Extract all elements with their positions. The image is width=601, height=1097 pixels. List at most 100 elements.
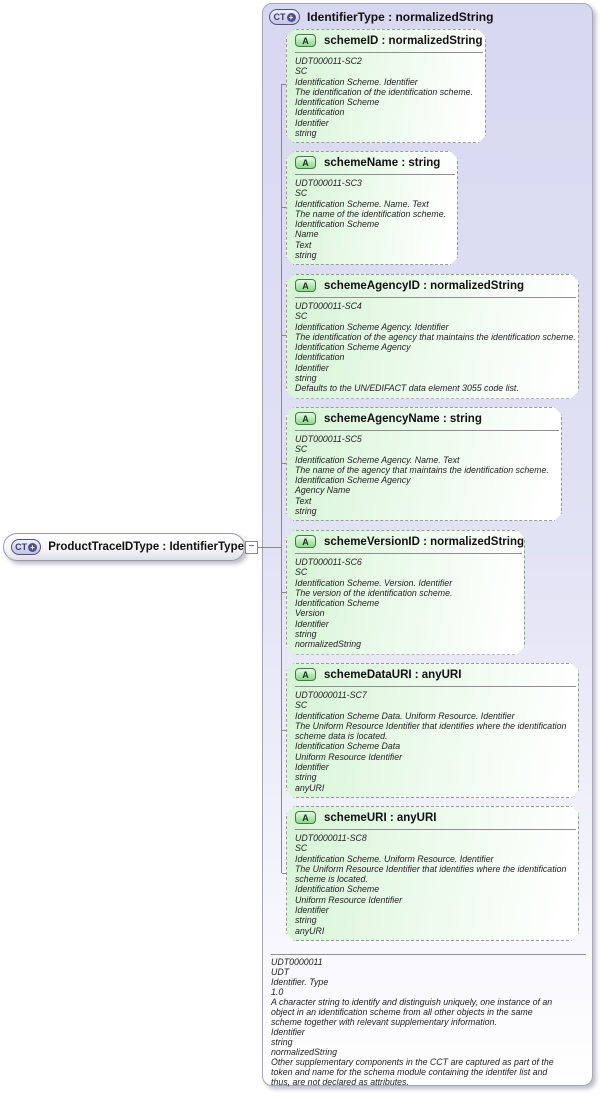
- identifier-type-box: CT + IdentifierType : normalizedString A…: [262, 3, 593, 1087]
- annotation-line: Identification Scheme: [295, 219, 380, 230]
- annotation-line: Identification Scheme Agency. Identifier: [295, 321, 449, 332]
- complex-type-icon: CT +: [11, 539, 42, 555]
- connector-tick: [282, 335, 286, 336]
- annotation-line: SC: [295, 444, 308, 455]
- connector-tick: [282, 730, 286, 731]
- annotation-line: Name: [295, 229, 319, 240]
- attribute-separator: [295, 430, 559, 431]
- annotation-line: string: [295, 915, 317, 926]
- annotation-line: Agency Name: [295, 485, 351, 496]
- annotation-line: Identification Scheme Data: [295, 741, 401, 752]
- annotation-line: object in an identification scheme from …: [271, 1007, 533, 1017]
- annotation-line: Text: [295, 239, 312, 250]
- attribute-separator: [295, 553, 522, 554]
- attribute-title: schemeURI : anyURI: [324, 811, 437, 824]
- annotation-line: SC: [295, 188, 308, 199]
- footer-separator: [271, 954, 586, 955]
- attribute-box[interactable]: A schemeAgencyName : string UDT000011-SC…: [286, 407, 562, 521]
- attribute-box[interactable]: A schemeVersionID : normalizedString UDT…: [286, 530, 525, 655]
- attribute-box[interactable]: A schemeID : normalizedString UDT000011-…: [286, 29, 486, 143]
- annotation-line: Identifier: [295, 117, 329, 128]
- annotation-line: scheme is located.: [295, 874, 368, 885]
- annotation-line: string: [295, 506, 317, 517]
- annotation-line: UDT000011-SC4: [295, 301, 362, 311]
- annotation-line: Uniform Resource Identifier: [295, 894, 403, 905]
- annotation-line: SC: [295, 567, 308, 578]
- annotation-line: The Uniform Resource Identifier that ide…: [295, 720, 567, 731]
- annotation-line: SC: [295, 311, 308, 322]
- root-node-title: ProductTraceIDType : IdentifierType: [48, 541, 244, 553]
- attribute-icon: A: [295, 34, 316, 47]
- attribute-header: A schemeAgencyID : normalizedString: [287, 277, 578, 294]
- annotation-line: The name of the identification scheme.: [295, 208, 447, 219]
- annotation-line: UDT000011-SC5: [295, 434, 362, 444]
- annotation-line: Identifier. Type: [271, 977, 329, 987]
- annotation-line: scheme together with relevant supplement…: [271, 1017, 497, 1027]
- attribute-header: A schemeID : normalizedString: [287, 32, 485, 49]
- connector-main: [258, 547, 281, 548]
- annotation-line: scheme data is located.: [295, 731, 388, 742]
- product-trace-id-type-node[interactable]: CT + ProductTraceIDType : IdentifierType: [3, 533, 245, 561]
- annotation-line: normalizedString: [271, 1047, 338, 1057]
- annotation-line: SC: [295, 66, 308, 77]
- annotation-line: Identifier: [271, 1027, 305, 1037]
- annotation-line: SC: [295, 700, 308, 711]
- annotation-line: 1.0: [271, 987, 284, 997]
- attribute-title: schemeID : normalizedString: [324, 34, 483, 47]
- attribute-separator: [295, 174, 455, 175]
- annotation-line: Identification: [295, 107, 345, 118]
- annotation-line: The version of the identification scheme…: [295, 587, 453, 598]
- annotation-line: token and name for the schema module con…: [271, 1067, 548, 1077]
- annotation-line: Identifier: [295, 362, 329, 373]
- attribute-title: schemeDataURI : anyURI: [324, 668, 462, 681]
- annotation-line: Version: [295, 608, 325, 619]
- annotation-line: UDT: [271, 967, 290, 977]
- attribute-separator: [295, 829, 576, 830]
- attribute-icon: A: [295, 279, 316, 292]
- annotation-line: string: [295, 128, 317, 139]
- annotation-line: Identification Scheme Agency: [295, 475, 411, 486]
- annotation-line: Identification Scheme. Uniform Resource.…: [295, 853, 494, 864]
- attribute-icon: A: [295, 535, 316, 548]
- annotation-line: anyURI: [295, 925, 325, 936]
- annotation-line: Identifier: [295, 905, 329, 916]
- annotation-line: string: [271, 1037, 293, 1047]
- attribute-title: schemeVersionID : normalizedString: [324, 535, 525, 548]
- attribute-title: schemeName : string: [324, 156, 441, 169]
- attribute-header: A schemeVersionID : normalizedString: [287, 533, 524, 550]
- attribute-title: schemeAgencyName : string: [324, 412, 482, 425]
- annotation-line: Identifier: [295, 762, 329, 773]
- connector-tick: [282, 592, 286, 593]
- annotation-line: Identification Scheme. Name. Text: [295, 198, 429, 209]
- annotation-line: Identification Scheme: [295, 884, 380, 895]
- annotation-line: UDT000011-SC6: [295, 557, 362, 567]
- connector-tick: [282, 873, 286, 874]
- annotation-line: The identification of the agency that ma…: [295, 331, 576, 342]
- annotation-line: UDT000011-SC2: [295, 56, 362, 66]
- attribute-header: A schemeName : string: [287, 154, 457, 171]
- connector-tick: [282, 84, 286, 85]
- annotation-line: Identification Scheme Data. Uniform Reso…: [295, 710, 515, 721]
- attribute-box[interactable]: A schemeAgencyID : normalizedString UDT0…: [286, 274, 579, 399]
- attribute-header: A schemeAgencyName : string: [287, 410, 561, 427]
- collapse-toggle[interactable]: −: [245, 541, 258, 554]
- annotation-line: string: [295, 629, 317, 640]
- annotation-line: UDT0000011-SC8: [295, 833, 367, 843]
- annotation-line: UDT0000011: [271, 957, 323, 967]
- annotation-line: Identification: [295, 352, 345, 363]
- annotation-line: The Uniform Resource Identifier that ide…: [295, 863, 567, 874]
- annotation-line: Identification Scheme: [295, 598, 380, 609]
- attribute-header: A schemeDataURI : anyURI: [287, 666, 578, 683]
- identifier-type-header[interactable]: CT + IdentifierType : normalizedString: [269, 9, 493, 25]
- annotation-line: thus, are not declared as attributes.: [271, 1077, 409, 1087]
- annotation-line: string: [295, 373, 317, 384]
